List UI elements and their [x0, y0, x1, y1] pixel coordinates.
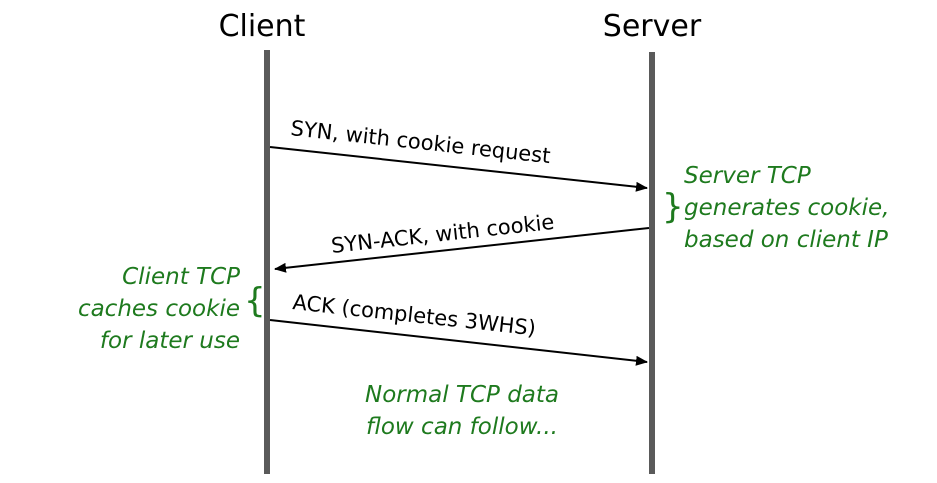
client-actor-label: Client [219, 9, 306, 44]
server-note-line-2: generates cookie, [684, 195, 889, 221]
syn-message-label: SYN, with cookie request [289, 116, 551, 168]
client-note-brace: { [244, 281, 266, 321]
server-note-line-3: based on client IP [684, 227, 888, 253]
syn-ack-arrow [274, 227, 650, 273]
client-note-line-1: Client TCP [122, 264, 240, 290]
ack-message-label: ACK (completes 3WHS) [291, 290, 537, 340]
footer-note-line-1: Normal TCP data [365, 382, 559, 408]
syn-arrow [269, 146, 648, 192]
server-note-brace: } [662, 187, 684, 227]
footer-note-line-2: flow can follow... [366, 414, 558, 440]
server-actor-label: Server [603, 9, 702, 44]
ack-arrow [269, 319, 648, 366]
client-note-line-2: caches cookie [78, 296, 240, 322]
server-note-line-1: Server TCP [684, 163, 811, 189]
client-note-line-3: for later use [100, 328, 240, 354]
